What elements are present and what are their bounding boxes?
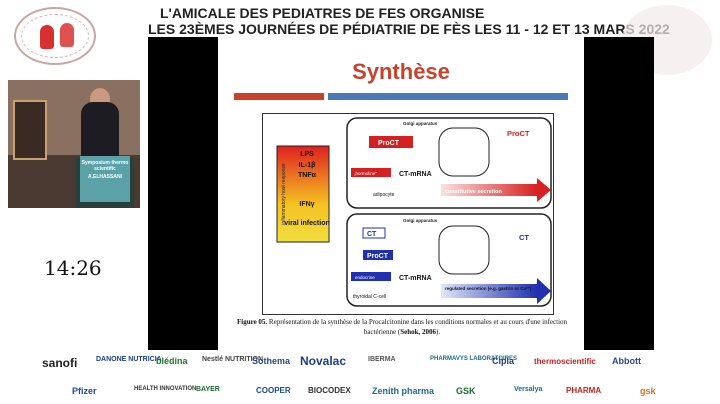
endocrine-arrow — [351, 272, 391, 281]
slide-title: Synthèse — [352, 59, 450, 84]
proct-bottom-box — [363, 250, 393, 260]
regulated-arrow — [441, 284, 537, 298]
proct-top-box — [369, 136, 413, 148]
caption-text: Représentation de la synthèse de la Proc… — [267, 318, 568, 336]
proct-top-text: ProCT — [378, 140, 400, 147]
sponsor-sothema: Sothema — [252, 356, 291, 366]
podium-sign: Symposium thermo scientific A.ELHASSANI — [80, 156, 130, 202]
caption-reference: Sehok, 2006 — [400, 328, 437, 336]
sponsor-cipla: Cipla — [492, 356, 515, 366]
title-bar-red — [234, 93, 324, 100]
hormoline-text: „hormoline" — [354, 171, 377, 176]
inflammatory-box — [276, 145, 330, 243]
sponsor-bayer: BAYER — [196, 386, 220, 393]
procalcitonin-diagram: inflammatory host response LPS IL-1β TNF… — [262, 113, 554, 315]
constitutive-label: constitutive secretion — [445, 189, 502, 195]
hormoline-arrow — [351, 168, 391, 177]
video-doorway — [13, 100, 47, 160]
podium-sign-name: A.ELHASSANI — [88, 174, 122, 180]
proct-right-label: ProCT — [507, 129, 530, 138]
sponsor-pharmavys: PHARMAVYS LABORATOIRES — [430, 356, 518, 362]
inflammatory-label: inflammatory host response — [281, 163, 287, 225]
sponsor-gsk-lab: GSK — [456, 386, 476, 396]
constitutive-arrow — [441, 184, 537, 196]
title-bar-blue — [328, 93, 568, 100]
sponsor-iberma: IBERMA — [368, 356, 396, 363]
sponsor-pfizer: Pfizer — [72, 386, 97, 396]
speaker-video: Symposium thermo scientific A.ELHASSANI — [8, 80, 140, 208]
regulated-label: regulated secretion (e.g. gastrin or Ca²… — [445, 286, 532, 291]
presentation-slide: Synthèse inflammatory host response LPS … — [148, 37, 654, 351]
sponsor-sanofi: sanofi — [42, 356, 78, 370]
podium-sign-title: Symposium thermo scientific — [81, 160, 129, 172]
regulated-arrowhead — [537, 278, 551, 304]
golgi-bottom — [438, 225, 490, 275]
adipocyte-label: adipocyte — [373, 192, 395, 198]
thyroid-label: thyroidal C-cell — [353, 294, 386, 300]
caption-end: ). — [436, 328, 441, 336]
diagram-svg: inflammatory host response LPS IL-1β TNF… — [276, 117, 552, 307]
sponsor-nestle: Nestlé NUTRITION — [202, 356, 264, 363]
proct-bottom-text: ProCT — [367, 253, 389, 260]
lps-label: LPS — [300, 151, 314, 158]
sponsor-bar: sanofi DANONE NUTRICIA blédina Nestlé NU… — [0, 350, 720, 404]
header-title-line1: L'AMICALE DES PEDIATRES DE FES ORGANISE — [160, 5, 485, 21]
sponsor-novalac: Novalac — [300, 354, 347, 368]
constitutive-arrowhead — [537, 178, 551, 202]
sponsor-abbott: Abbott — [612, 356, 641, 366]
endocrine-text: endocrine — [355, 275, 375, 280]
caption-label: Figure 05. — [236, 318, 268, 326]
logo-figure-pink — [60, 23, 74, 47]
sponsor-bledina: blédina — [156, 356, 188, 366]
header-title-line2: LES 23ÈMES JOURNÉES DE PÉDIATRIE DE FÈS … — [148, 21, 670, 37]
figure-caption: Figure 05. Représentation de la synthèse… — [232, 317, 572, 337]
ifng-label: IFNγ — [299, 201, 314, 208]
logo-ring — [21, 14, 89, 58]
pediatric-association-logo — [14, 7, 96, 65]
ct-right-label: CT — [519, 233, 529, 242]
clock-time: 14:26 — [44, 256, 102, 280]
ct-mrna-bottom: CT-mRNA — [399, 275, 432, 282]
slide-page: Synthèse inflammatory host response LPS … — [218, 37, 584, 351]
sponsor-thermo: thermoscientific — [534, 357, 596, 366]
thyroid-cell — [346, 213, 552, 307]
tnfa-label: TNFα — [298, 172, 317, 179]
sponsor-danone: DANONE NUTRICIA — [96, 356, 162, 363]
golgi-top — [438, 127, 490, 177]
viral-label: viral infection — [284, 220, 330, 227]
golgi-bottom-label: Golgi apparatus — [403, 218, 438, 223]
ct-box-text: CT — [367, 231, 377, 238]
logo-figure-red — [40, 25, 54, 49]
sponsor-biocodex: BIOCODEX — [308, 386, 351, 395]
ct-box — [362, 227, 386, 239]
il1b-label: IL-1β — [299, 162, 316, 169]
sponsor-cooper: COOPER — [256, 386, 291, 395]
sponsor-health: HEALTH INNOVATION — [134, 386, 197, 392]
sponsor-versalya: Versalya — [514, 386, 543, 393]
sponsor-pharma: PHARMA — [566, 386, 602, 395]
sponsor-zenith: Zenith pharma — [372, 386, 435, 396]
ct-mrna-top: CT-mRNA — [399, 171, 432, 178]
golgi-top-label: Golgi apparatus — [403, 121, 438, 126]
sponsor-gsk: gsk — [640, 386, 656, 396]
